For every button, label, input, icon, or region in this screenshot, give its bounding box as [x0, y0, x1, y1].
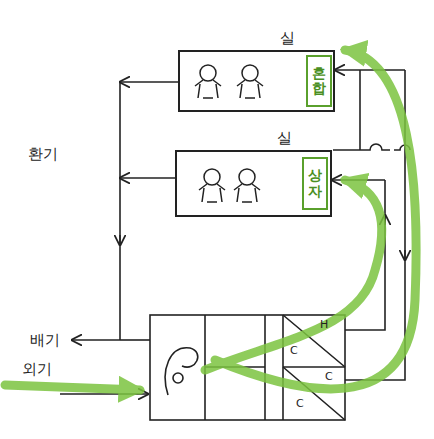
mixing-box: 혼합 — [306, 55, 332, 107]
mixing-box-label: 상자 — [308, 168, 322, 199]
coil-label: C — [325, 370, 333, 383]
exhaust-label: 배기 — [30, 331, 60, 350]
return-ducts — [60, 82, 178, 394]
coil-label: C — [290, 344, 298, 357]
mixing-box: 상자 — [302, 157, 328, 210]
return-air-label: 환기 — [28, 145, 58, 164]
room-heading: 실 — [280, 29, 295, 48]
people-icons — [195, 65, 263, 202]
airflow-arrows — [5, 50, 416, 390]
room-heading: 실 — [277, 129, 292, 148]
outdoor-air-label: 외기 — [22, 360, 52, 379]
coil-label: H — [320, 318, 328, 331]
coil-label: C — [296, 397, 304, 410]
room-box: 실혼합 — [178, 50, 335, 112]
mixing-box-label: 혼합 — [312, 66, 326, 97]
room-box: 실상자 — [175, 150, 332, 217]
